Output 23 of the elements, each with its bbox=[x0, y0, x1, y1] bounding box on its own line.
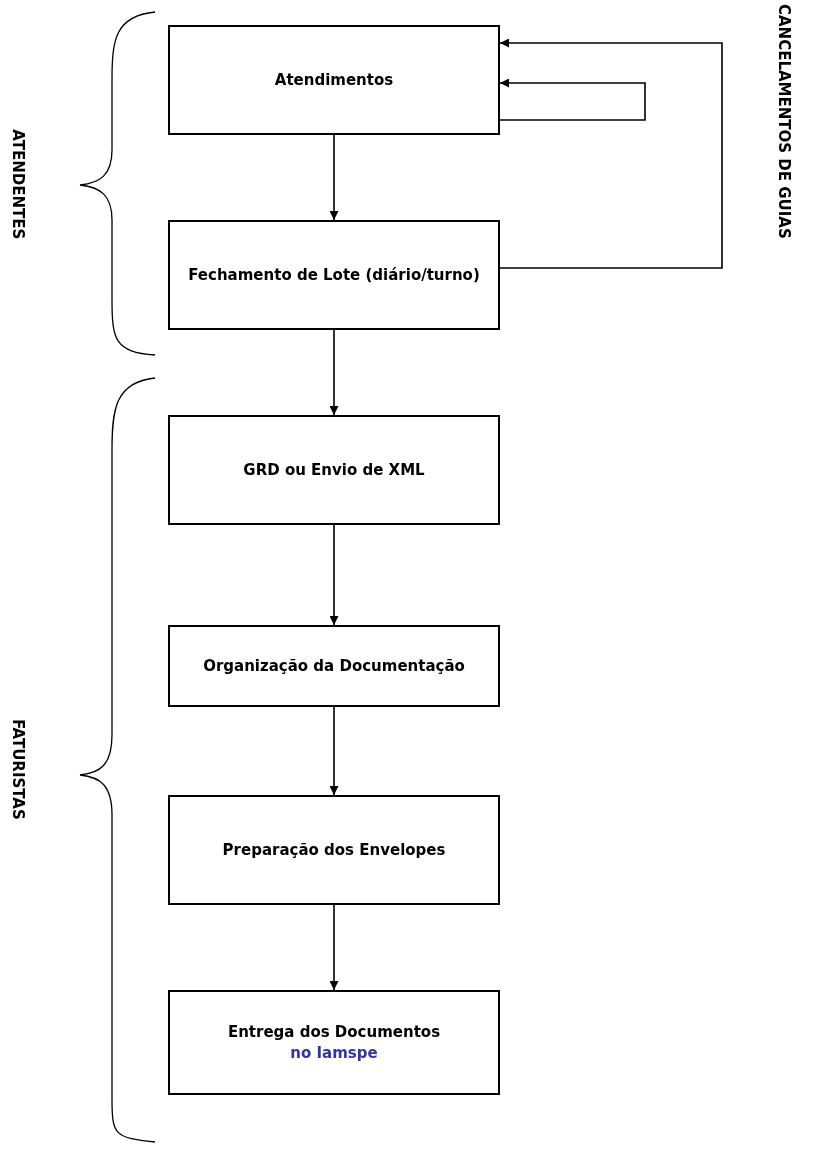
box-text: Entrega dos Documentos bbox=[227, 1022, 441, 1043]
group-label: ATENDENTES bbox=[8, 128, 28, 242]
box-text: Atendimentos bbox=[274, 69, 394, 91]
box-text: no Iamspe bbox=[290, 1042, 378, 1063]
arrow bbox=[499, 78, 646, 121]
arrow bbox=[499, 38, 723, 269]
process-box bbox=[168, 415, 500, 525]
process-box bbox=[168, 625, 500, 707]
arrow bbox=[329, 524, 339, 626]
process-box bbox=[168, 795, 500, 905]
box-text: Fechamento de Lote (diário/turno) bbox=[188, 264, 480, 286]
process-box bbox=[168, 25, 500, 135]
group-label: CANCELAMENTOS DE GUIAS bbox=[774, 3, 794, 241]
box-text: Organização da Documentação bbox=[203, 655, 465, 677]
box-text: Preparação dos Envelopes bbox=[222, 839, 446, 861]
process-box bbox=[168, 220, 500, 330]
arrow bbox=[329, 706, 339, 796]
process-box bbox=[168, 990, 500, 1095]
arrow bbox=[329, 134, 339, 221]
arrow bbox=[329, 329, 339, 416]
group-label: FATURISTAS bbox=[8, 717, 28, 822]
box-text: GRD ou Envio de XML bbox=[243, 459, 425, 481]
arrow bbox=[329, 904, 339, 991]
